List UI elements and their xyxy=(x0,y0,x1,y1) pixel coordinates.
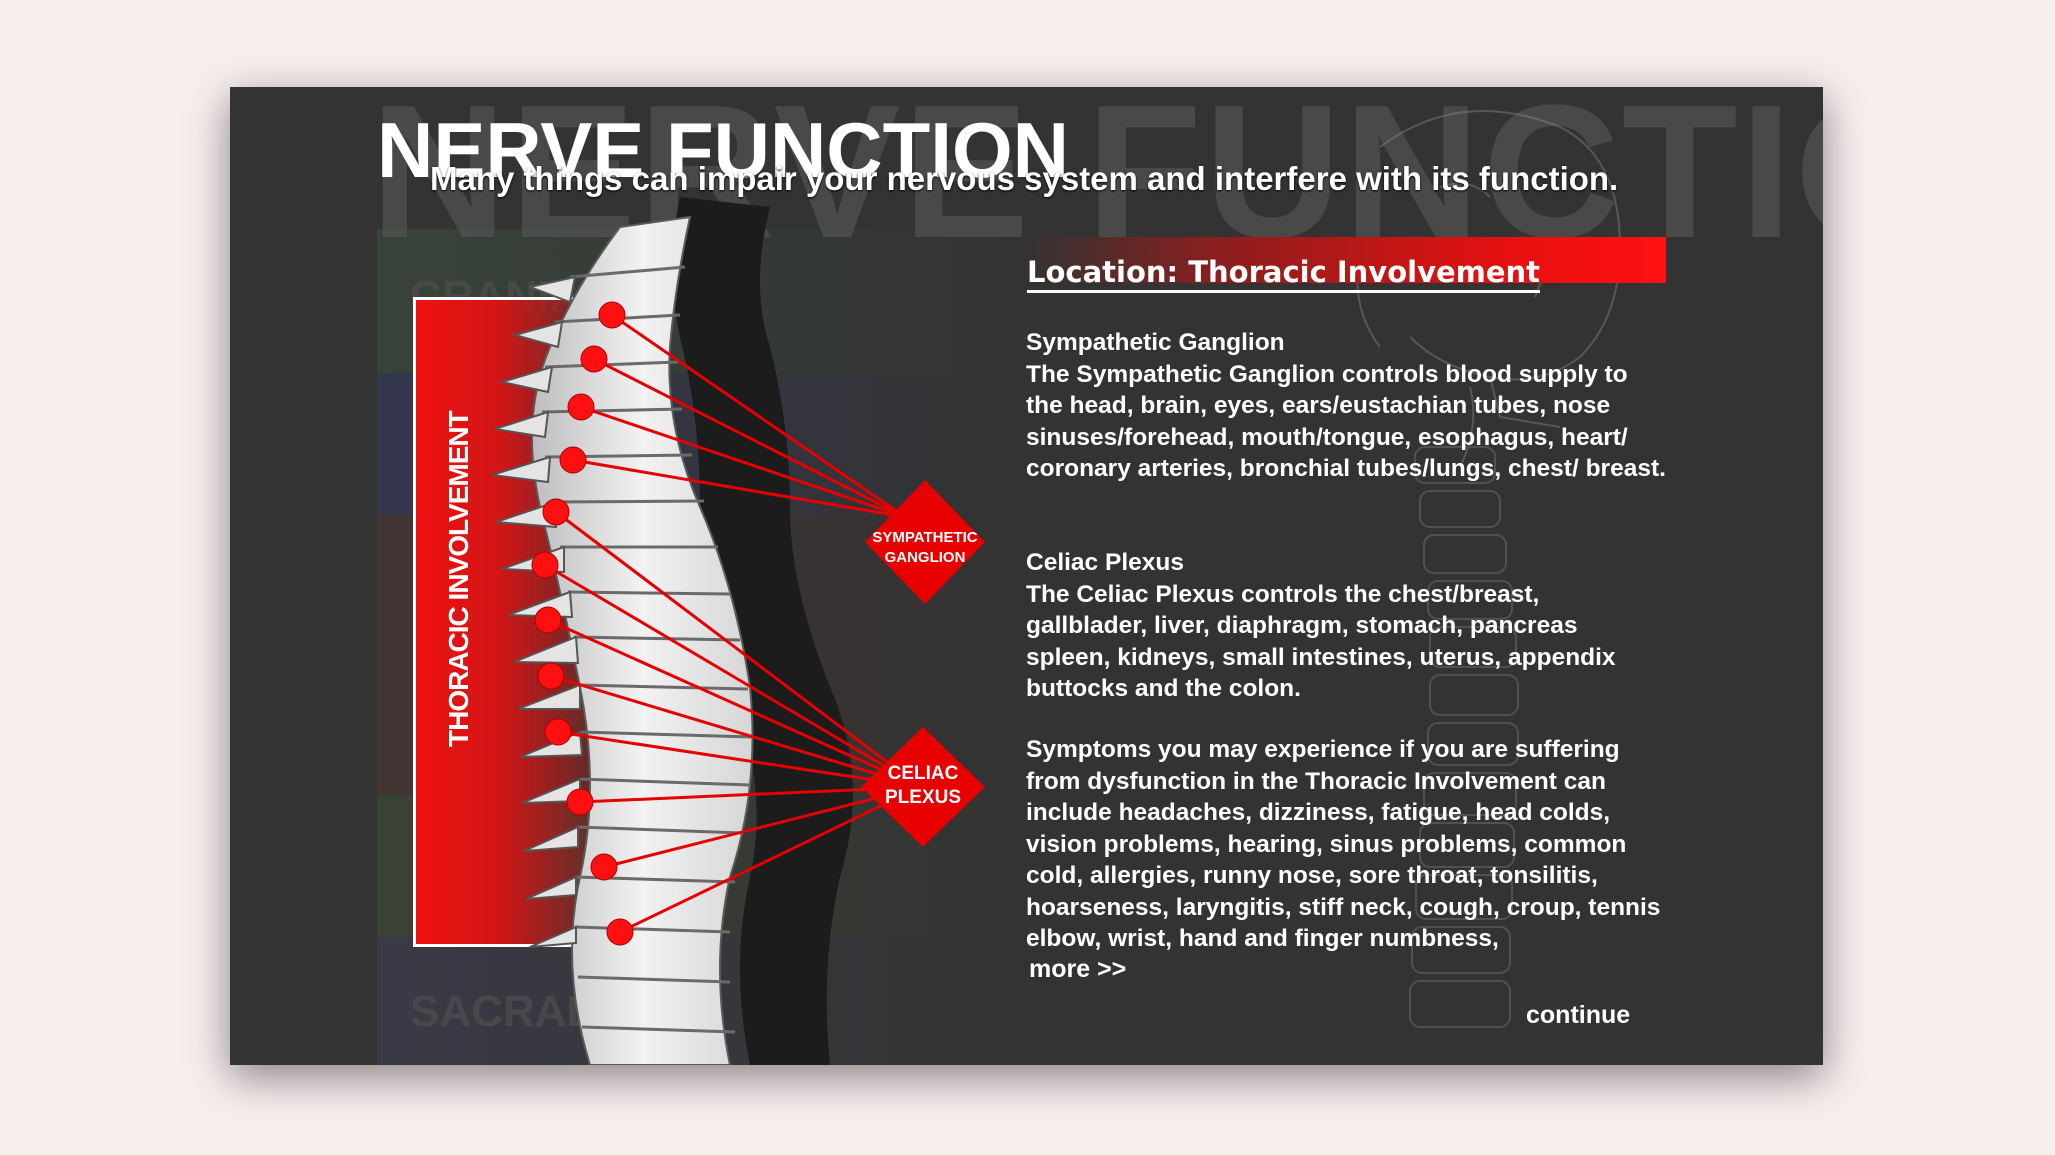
sympathetic-ganglion-label-line2: GANGLION xyxy=(884,549,966,566)
more-link[interactable]: more >> xyxy=(1029,955,1127,983)
celiac-plexus-label-line2: PLEXUS xyxy=(884,787,962,808)
spinal-cord-shadow xyxy=(672,197,853,1065)
nerve-dot-t10 xyxy=(566,788,594,816)
nerve-dot-t7 xyxy=(534,606,562,634)
nerve-dot-t9 xyxy=(544,718,572,746)
section-body: The Celiac Plexus controls the chest/bre… xyxy=(1026,580,1616,703)
nerve-dot-t4 xyxy=(559,446,587,474)
continue-button[interactable]: continue xyxy=(1526,1001,1631,1029)
section-heading: Sympathetic Ganglion xyxy=(1026,329,1285,356)
page-subtitle: Many things can impair your nervous syst… xyxy=(430,160,1619,197)
nerve-dot-t5 xyxy=(542,498,570,526)
celiac-plexus-diamond xyxy=(861,727,985,847)
sympathetic-ganglion-diamond xyxy=(865,480,985,604)
sympathetic-ganglion-label-line1: SYMPATHETIC xyxy=(872,529,978,546)
nerve-dot-t8 xyxy=(537,662,565,690)
nerve-dot-t6 xyxy=(531,551,559,579)
nerve-dot-t11 xyxy=(590,853,618,881)
section-body: The Sympathetic Ganglion controls blood … xyxy=(1026,360,1666,483)
section-body: Symptoms you may experience if you are s… xyxy=(1026,736,1661,952)
nerve-dot-t1 xyxy=(598,301,626,329)
location-header-bar xyxy=(1026,237,1666,283)
nerve-dot-t2 xyxy=(580,345,608,373)
spine-diagram xyxy=(491,197,985,1065)
celiac-plexus-label-line1: CELIAC xyxy=(887,763,959,784)
page-title: NERVE FUNCTION xyxy=(377,106,1069,194)
section-heading: Celiac Plexus xyxy=(1026,549,1184,576)
section-sympathetic-ganglion: Sympathetic Ganglion The Sympathetic Gan… xyxy=(1026,327,1666,485)
location-title: Location: Thoracic Involvement xyxy=(1027,255,1541,293)
nerve-dot-t3 xyxy=(567,393,595,421)
nerve-dot-t12 xyxy=(606,918,634,946)
section-symptoms: Symptoms you may experience if you are s… xyxy=(1026,734,1666,955)
band-label-sacral: SACRAL xyxy=(410,987,594,1036)
nerve-function-panel: CRANIAL SACRAL NERVE FUNCTION xyxy=(230,87,1823,1065)
section-celiac-plexus: Celiac Plexus The Celiac Plexus controls… xyxy=(1026,547,1666,705)
